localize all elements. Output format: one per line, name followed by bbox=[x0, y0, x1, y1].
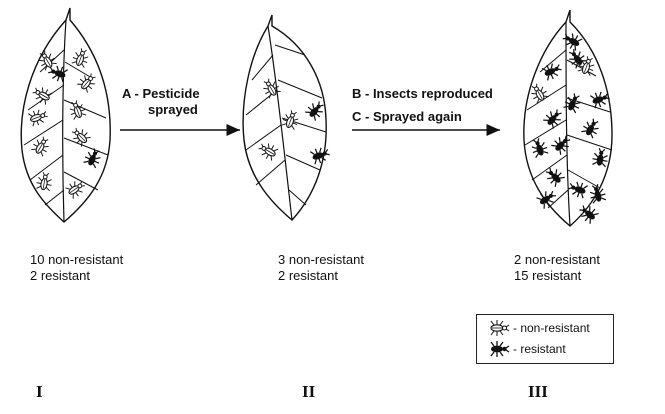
non-resistant-insect-icon bbox=[490, 319, 510, 337]
leaf-iii-count-resistant: 15 resistant bbox=[514, 268, 582, 283]
stage-label-i: I bbox=[36, 382, 43, 401]
stage-label-iii: III bbox=[528, 382, 548, 401]
leaf-ii-count-resistant: 2 resistant bbox=[278, 268, 338, 283]
legend-label-non-resistant: - non-resistant bbox=[513, 321, 590, 335]
legend: - non-resistant - resistant bbox=[476, 314, 614, 364]
leaf-i bbox=[20, 7, 111, 223]
leaf-ii-count-non-resistant: 3 non-resistant bbox=[278, 252, 364, 267]
leaf-iii-count-non-resistant: 2 non-resistant bbox=[514, 252, 600, 267]
stage-label-ii: II bbox=[302, 382, 316, 401]
leaf-i-count-non-resistant: 10 non-resistant bbox=[30, 252, 124, 267]
leaf-ii bbox=[242, 14, 332, 221]
arrow-a-label-1: A - Pesticide bbox=[122, 86, 200, 101]
arrow-a-label-2: sprayed bbox=[148, 102, 198, 117]
legend-label-resistant: - resistant bbox=[513, 342, 566, 356]
arrow-b-label: B - Insects reproduced bbox=[352, 86, 493, 101]
resistant-insect-icon bbox=[490, 340, 510, 358]
arrow-c-label: C - Sprayed again bbox=[352, 109, 462, 124]
legend-row-non-resistant: - non-resistant bbox=[483, 318, 590, 338]
legend-row-resistant: - resistant bbox=[483, 339, 566, 359]
leaf-iii bbox=[523, 9, 613, 227]
leaf-i-count-resistant: 2 resistant bbox=[30, 268, 90, 283]
